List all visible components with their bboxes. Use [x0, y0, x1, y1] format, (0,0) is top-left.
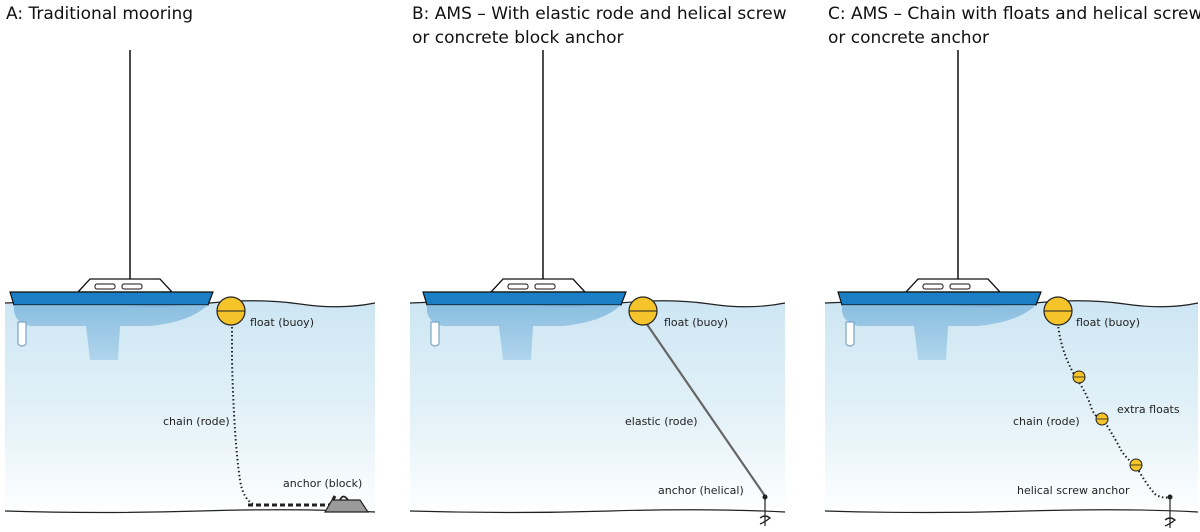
anchor-block-a	[323, 499, 370, 513]
hull-underwater-a	[13, 305, 208, 360]
anchor-label-a: anchor (block)	[283, 477, 363, 490]
rode-label-a: chain (rode)	[163, 415, 230, 428]
rudder-b	[430, 321, 440, 347]
panel-a-title-line-1: A: Traditional mooring	[6, 4, 194, 24]
water-b	[410, 300, 785, 515]
hull-c	[837, 291, 1042, 306]
porthole-c-1	[922, 283, 944, 290]
porthole-a-1	[94, 283, 116, 290]
panel-a-title: A: Traditional mooring	[6, 2, 193, 26]
porthole-c-2	[949, 283, 971, 290]
anchor-block-a-ring	[339, 495, 349, 501]
panel-b-title-line-1: B: AMS – With elastic rode and helical s…	[412, 4, 787, 24]
boat-c	[837, 50, 1042, 360]
float-label-c: float (buoy)	[1076, 316, 1140, 329]
panel-a	[4, 50, 376, 515]
panel-c-title: C: AMS – Chain with floats and helical s…	[828, 2, 1200, 50]
anchor-label-b: anchor (helical)	[658, 484, 744, 497]
hull-underwater-c	[841, 305, 1036, 360]
rudder-a	[17, 321, 27, 347]
porthole-b-2	[534, 283, 556, 290]
hull-a	[9, 291, 214, 306]
float-label-b: float (buoy)	[664, 316, 728, 329]
panel-c-title-line-1: C: AMS – Chain with floats and helical s…	[828, 4, 1200, 24]
hull-underwater-b	[426, 305, 621, 360]
seabed-line-c	[824, 509, 1199, 514]
rudder-c	[845, 321, 855, 347]
rode-label-b: elastic (rode)	[625, 415, 698, 428]
porthole-b-1	[507, 283, 529, 290]
porthole-a-2	[121, 283, 143, 290]
hull-b	[422, 291, 627, 306]
panel-b-title: B: AMS – With elastic rode and helical s…	[412, 2, 787, 50]
elastic-rode-b	[643, 319, 766, 497]
float-label-a: float (buoy)	[250, 316, 314, 329]
rode-label-c: chain (rode)	[1013, 415, 1080, 428]
helical-anchor-b	[759, 515, 772, 525]
seabed-line-b	[409, 509, 786, 514]
panel-c	[824, 50, 1199, 528]
helical-anchor-c	[1164, 517, 1177, 527]
boat-b	[422, 50, 627, 360]
anchor-label-c: helical screw anchor	[1017, 484, 1130, 497]
extra-floats-label-c: extra floats	[1117, 403, 1180, 416]
chain-a	[231, 323, 256, 506]
panel-c-title-line-2: or concrete anchor	[828, 28, 989, 48]
boat-a	[9, 50, 214, 360]
panel-b-title-line-2: or concrete block anchor	[412, 28, 624, 48]
panel-b	[409, 50, 786, 526]
